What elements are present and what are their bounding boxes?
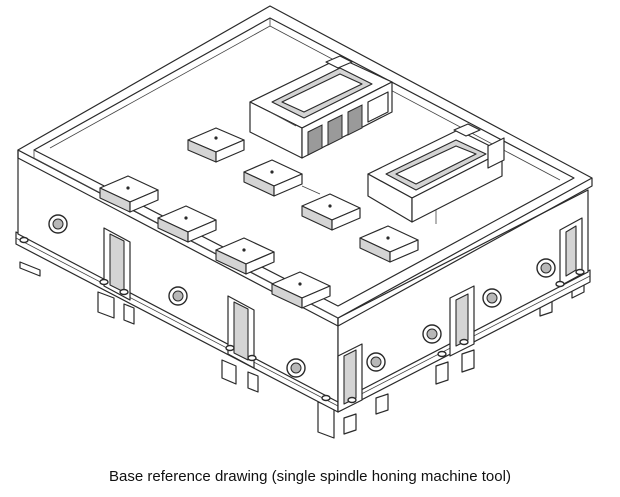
drawing-caption: Base reference drawing (single spindle h…	[109, 468, 511, 485]
left-wall-details	[48, 214, 306, 378]
pad-5	[271, 271, 331, 309]
pad-7	[301, 193, 361, 231]
right-wall-details	[337, 217, 583, 413]
pad-8	[359, 225, 419, 263]
flange-bolt-holes	[19, 236, 585, 404]
mounting-pads	[99, 127, 419, 309]
machine-base-drawing	[15, 5, 593, 439]
top-rim	[17, 5, 593, 327]
pad-2	[99, 175, 159, 213]
pad-1	[187, 127, 245, 163]
upper-slide-block	[249, 55, 393, 159]
pad-6	[243, 159, 303, 197]
pad-4	[215, 237, 275, 275]
lower-slide-block	[367, 123, 505, 224]
pad-3	[157, 205, 217, 243]
